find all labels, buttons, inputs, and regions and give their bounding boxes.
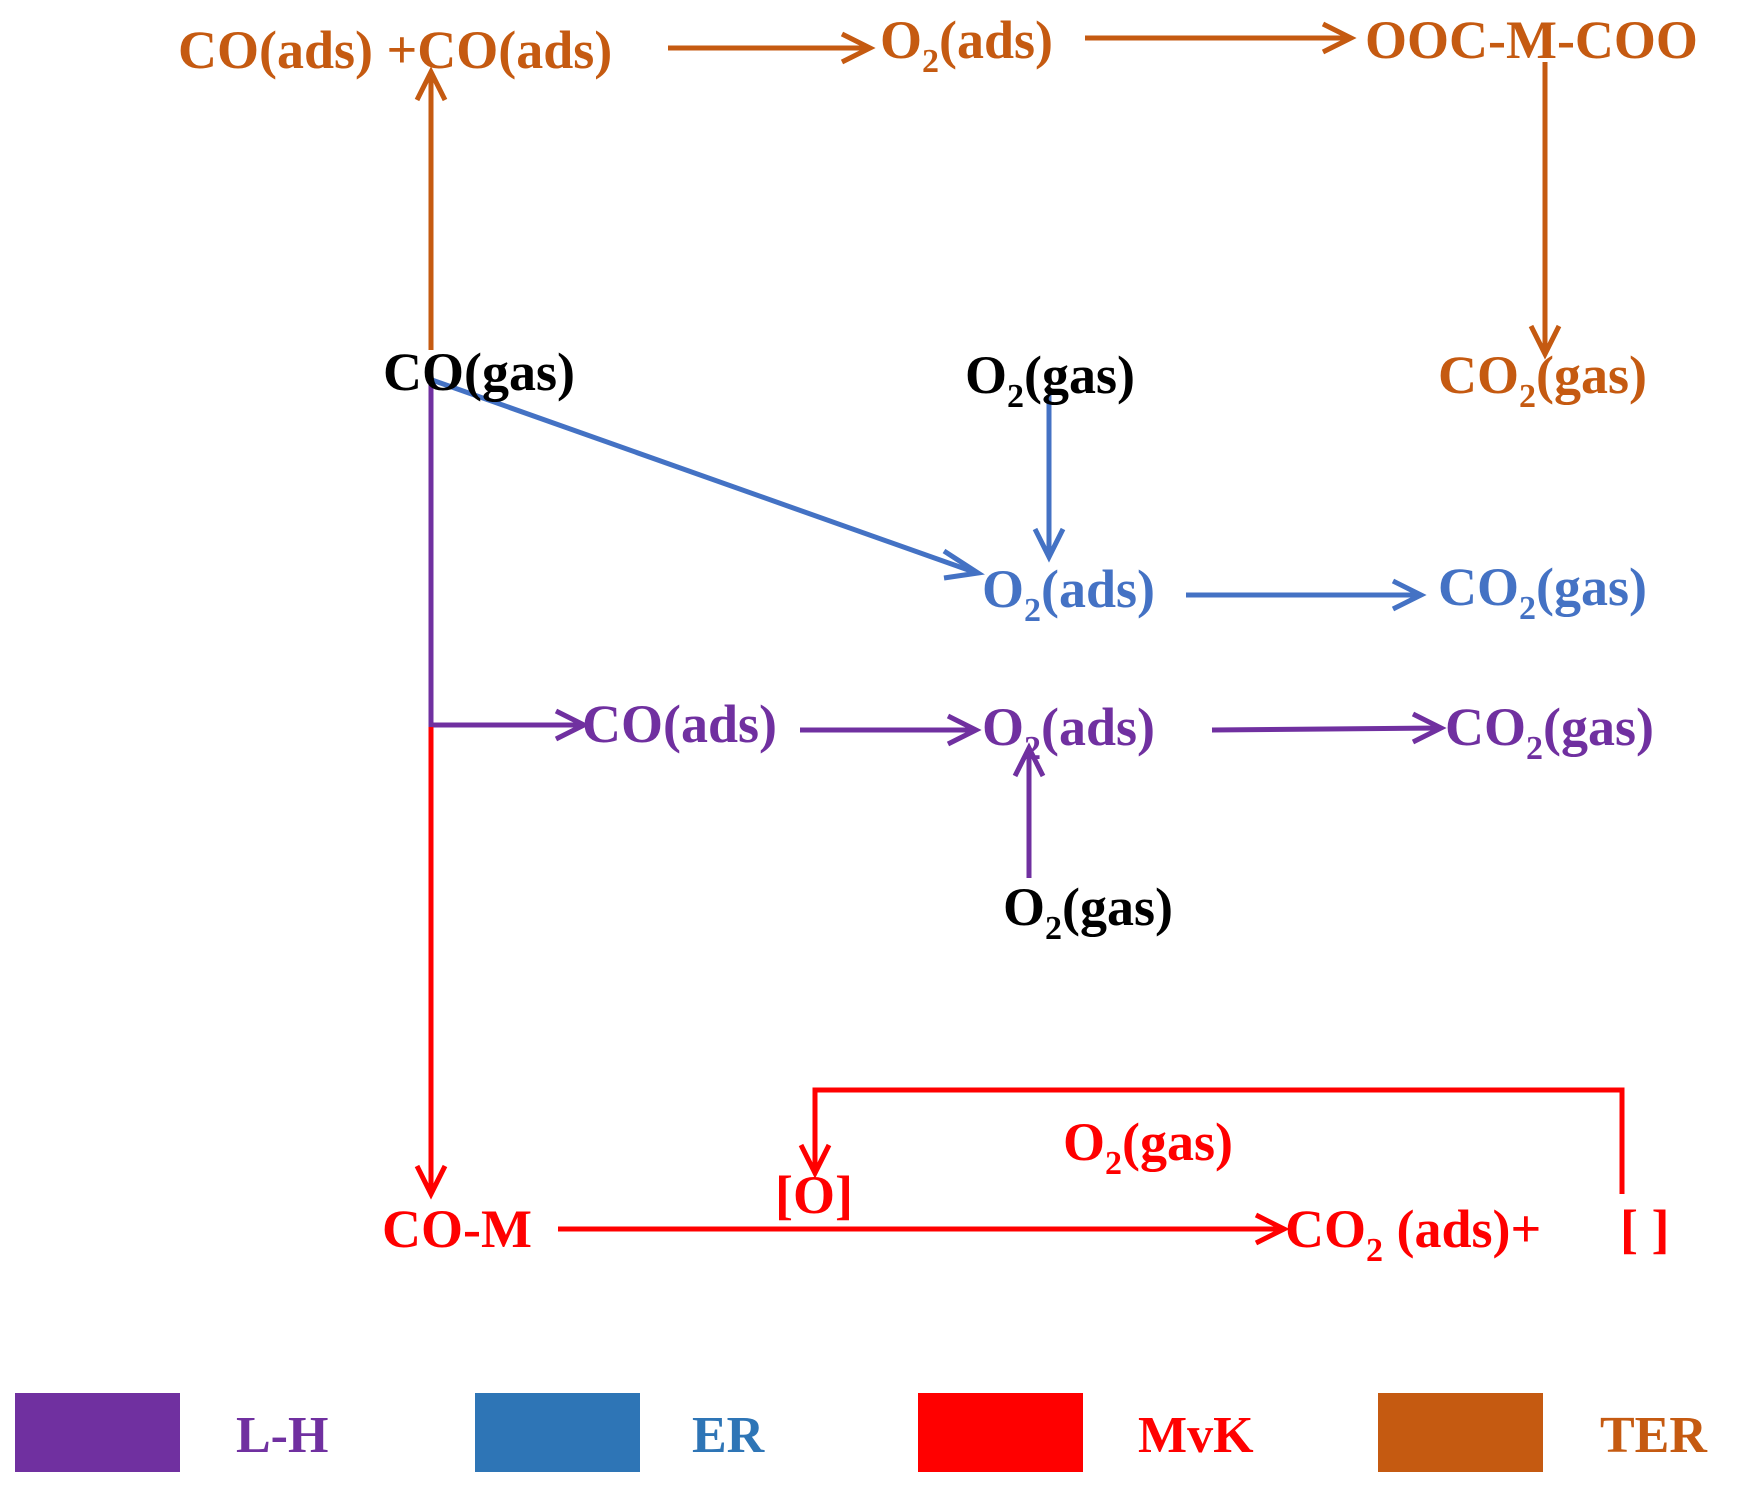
label-tail: (ads)+ xyxy=(1383,1199,1541,1259)
lh-arrowhead xyxy=(946,713,982,747)
lh-arrowhead xyxy=(1411,711,1447,745)
label-main: CO xyxy=(1438,557,1519,617)
label-tail: (ads) xyxy=(939,10,1053,70)
legend-label-er: ER xyxy=(692,1407,766,1464)
er-co2-gas-label: CO2(gas) xyxy=(1438,557,1647,627)
label-main: [ ] xyxy=(1620,1199,1669,1259)
legend-swatch-lh xyxy=(15,1393,180,1472)
label-main: CO(gas) xyxy=(383,342,575,402)
label-main: CO xyxy=(1285,1199,1366,1259)
ter-oocmcoo-label: OOC-M-COO xyxy=(1365,10,1698,70)
label-subscript: 2 xyxy=(1366,1232,1383,1269)
er-arrowhead xyxy=(1032,527,1066,563)
label-subscript: 2 xyxy=(922,43,939,80)
label-main: [O] xyxy=(775,1165,853,1225)
lh-co-ads-label: CO(ads) xyxy=(582,694,777,754)
legend-label-lh: L-H xyxy=(236,1407,328,1464)
lh-co2-gas-label: CO2(gas) xyxy=(1445,697,1654,767)
mvk-lattice-oxygen-label: [O] xyxy=(775,1165,853,1225)
legend-swatch-er xyxy=(475,1393,640,1472)
label-main: O xyxy=(965,345,1007,405)
ter-co2-gas-label: CO2(gas) xyxy=(1438,345,1647,415)
lh-arrow-o2-ads-to-co2-gas xyxy=(1211,725,1440,733)
er-o2-gas-label: O2(gas) xyxy=(965,345,1135,415)
label-main: CO(ads) +CO(ads) xyxy=(178,20,612,80)
lh-o2-ads-label: O2(ads) xyxy=(982,697,1155,767)
er-arrow-co-gas-to-o2-ads xyxy=(431,377,975,575)
legend-swatch-ter xyxy=(1378,1393,1543,1472)
er-o2-ads-label: O2(ads) xyxy=(982,559,1155,629)
label-main: CO(ads) xyxy=(582,694,777,754)
mvk-arrowhead xyxy=(1254,1212,1290,1246)
legend: L-H ER MvK TER xyxy=(15,1393,1708,1472)
label-subscript: 2 xyxy=(1024,730,1041,767)
legend-label-ter: TER xyxy=(1600,1407,1708,1464)
legend-label-mvk: MvK xyxy=(1138,1407,1254,1464)
lh-o2-gas-label: O2(gas) xyxy=(1003,877,1173,947)
lh-arrowhead xyxy=(554,708,590,742)
label-subscript: 2 xyxy=(1519,590,1536,627)
legend-swatch-mvk xyxy=(918,1393,1083,1472)
mvk-reoxidation-loop xyxy=(812,1087,1625,1194)
label-main: O xyxy=(1063,1112,1105,1172)
label-subscript: 2 xyxy=(1007,378,1024,415)
label-main: OOC-M-COO xyxy=(1365,10,1698,70)
ter-o2-ads-label: O2(ads) xyxy=(880,10,1053,80)
label-tail: (ads) xyxy=(1041,697,1155,757)
ter-arrowhead xyxy=(1528,324,1562,360)
label-subscript: 2 xyxy=(1526,730,1543,767)
label-tail: (ads) xyxy=(1041,559,1155,619)
mvk-arrowhead xyxy=(798,1143,832,1179)
label-subscript: 2 xyxy=(1045,910,1062,947)
label-tail: (gas) xyxy=(1536,557,1647,617)
label-subscript: 2 xyxy=(1105,1145,1122,1182)
label-main: CO xyxy=(1438,345,1519,405)
label-main: O xyxy=(982,697,1024,757)
ter-arrowhead xyxy=(414,66,448,102)
label-subscript: 2 xyxy=(1519,378,1536,415)
label-main: CO-M xyxy=(382,1199,532,1259)
label-tail: (gas) xyxy=(1543,697,1654,757)
label-tail: (gas) xyxy=(1122,1112,1233,1172)
label-tail: (gas) xyxy=(1062,877,1173,937)
label-subscript: 2 xyxy=(1024,592,1041,629)
mvk-co2-ads-label: CO2 (ads)+ xyxy=(1285,1199,1541,1269)
ter-arrowhead xyxy=(840,31,876,65)
label-main: O xyxy=(880,10,922,70)
label-main: CO xyxy=(1445,697,1526,757)
ter-co-ads-pair-label: CO(ads) +CO(ads) xyxy=(178,20,612,80)
label-main: O xyxy=(1003,877,1045,937)
er-arrowhead xyxy=(942,548,985,581)
label-tail: (gas) xyxy=(1024,345,1135,405)
er-arrowhead xyxy=(1391,578,1427,612)
mvk-o2-gas-label: O2(gas) xyxy=(1063,1112,1233,1182)
label-main: O xyxy=(982,559,1024,619)
co-gas-label: CO(gas) xyxy=(383,342,575,402)
mvk-co-m-label: CO-M xyxy=(382,1199,532,1259)
ter-arrowhead xyxy=(1321,21,1357,55)
lh-arrowhead xyxy=(1012,742,1046,778)
label-tail: (gas) xyxy=(1536,345,1647,405)
mvk-arrowhead xyxy=(414,1164,448,1200)
mvk-oxygen-vacancy-label: [ ] xyxy=(1620,1199,1669,1259)
